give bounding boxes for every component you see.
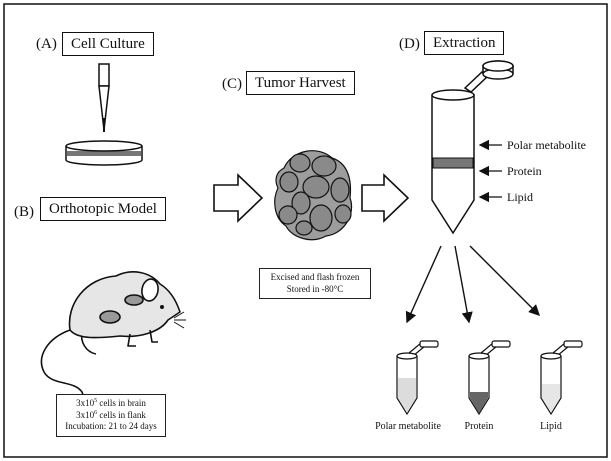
outer-frame [3,3,608,458]
panel-d-title: Extraction [424,31,505,55]
small-tube-protein [468,340,511,416]
small-tube-label: Protein [464,421,494,432]
panel-a-title: Cell Culture [62,32,154,56]
small-tube-polar [396,340,439,416]
layer-label-protein: Protein [507,164,542,178]
flow-arrow-icon [361,173,410,223]
panel-b-letter: (B) [14,204,34,220]
small-tube-label: Polar metabolite [375,421,441,432]
mouse-note-line: Incubation: 21 to 24 days [65,421,157,431]
small-tube-label: Lipid [540,421,562,432]
flow-arrow-icon [213,173,264,223]
panel-c-letter: (C) [222,76,242,92]
split-arrow-icon [454,245,473,324]
small-tube-lipid [540,340,583,416]
layer-label-polar: Polar metabolite [507,138,586,152]
panel-a-letter: (A) [36,36,57,52]
mouse-note-line: 3x105 cells in brain [76,398,146,408]
petri-dish-icon [65,140,143,166]
layer-label-lipid: Lipid [507,190,533,204]
panel-c-title: Tumor Harvest [246,71,355,95]
tumor-note-line: Stored in -80°C [286,283,344,294]
split-arrow-icon [405,245,442,324]
tumor-note: Excised and flash frozen Stored in -80°C [259,268,371,299]
panel-b-title: Orthotopic Model [40,197,166,221]
tumor-icon [274,150,353,241]
mouse-note-line: 3x106 cells in flank [76,409,146,420]
split-arrow-icon [469,245,540,316]
mouse-note: 3x105 cells in brain 3x106 cells in flan… [56,394,166,437]
pipette-icon [98,63,110,132]
extraction-tube-icon [431,60,514,235]
mouse-icon [40,271,186,419]
panel-d-letter: (D) [399,36,420,52]
tumor-note-line: Excised and flash frozen [270,272,360,282]
